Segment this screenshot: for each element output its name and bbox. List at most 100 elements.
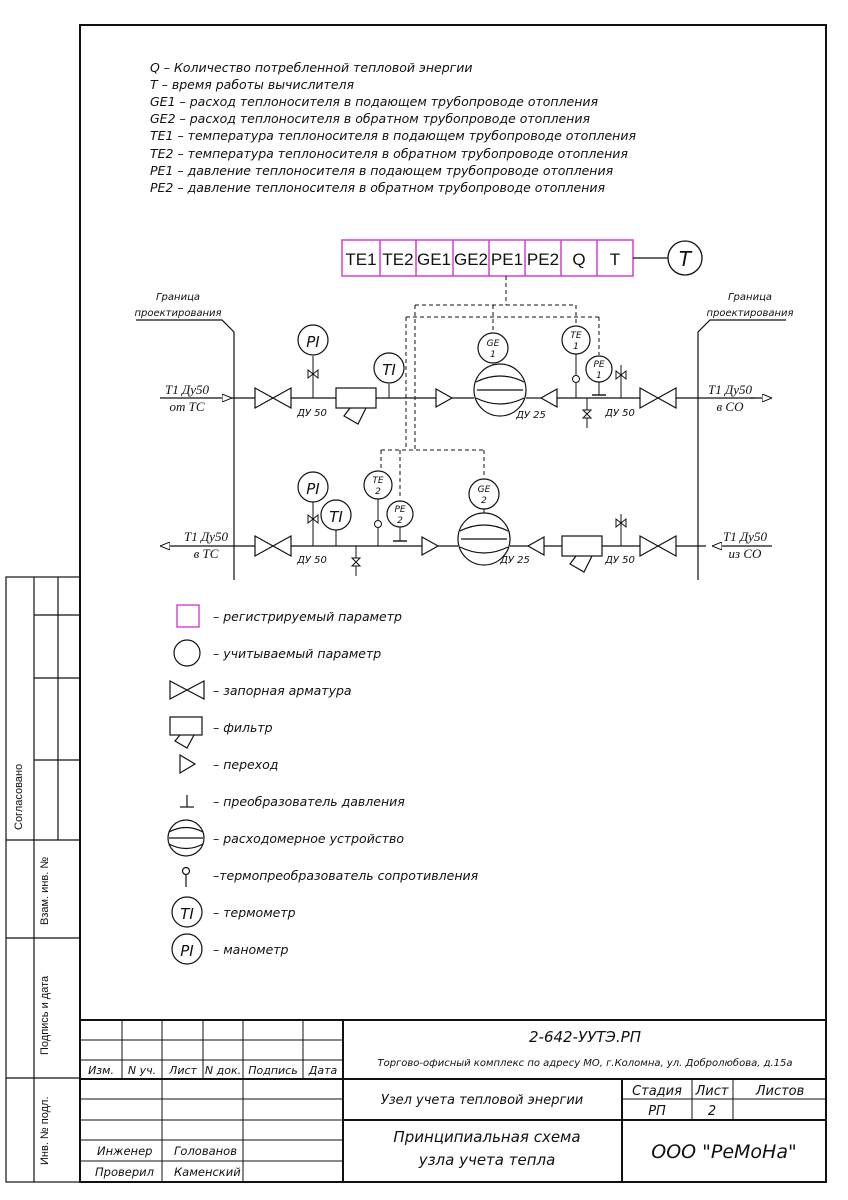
reducer-icon [179, 753, 197, 775]
te1-index: 1 [573, 342, 579, 352]
side-stamp-orig-inv: Инв. № подл. [39, 1096, 51, 1165]
te2-label: TE [372, 476, 383, 486]
col-header: Подпись [248, 1064, 297, 1077]
legend-text: – запорная арматура [213, 683, 352, 698]
temperature-sensor-te2: TE 2 [363, 470, 393, 546]
thermometer-gauge: TI [373, 352, 405, 398]
legend-line: GE1 – расход теплоносителя в подающем тр… [150, 94, 599, 109]
ge2-label: GE [478, 485, 491, 495]
col-header: Изм. [88, 1064, 114, 1077]
pressure-transducer-icon [180, 795, 194, 808]
reducer [435, 387, 454, 409]
drain-valve [581, 398, 593, 428]
manometer-glyph: PI [180, 942, 194, 960]
pe2-index: 2 [397, 516, 403, 526]
symbol-legend: TI PI – регистрируемый параметр – учитыв… [167, 604, 479, 965]
shutoff-valve [254, 386, 292, 410]
thermometer-gauge: TI [320, 499, 352, 546]
side-stamp-sign-date: Подпись и дата [39, 975, 51, 1055]
legend-text: – расходомерное устройство [213, 831, 404, 846]
reducer [526, 535, 545, 557]
pressure-sensor-pe1: PE 1 [585, 355, 613, 396]
filter [561, 535, 603, 573]
register-box-icon [176, 604, 200, 628]
flowmeter-icon [167, 819, 205, 857]
te2-index: 2 [375, 487, 381, 497]
register-cell: TE2 [382, 250, 413, 269]
side-stamp-table [5, 576, 81, 1183]
legend-text: – манометр [213, 942, 289, 957]
pe2-label: PE [394, 505, 405, 515]
legend-line: TE2 – температура теплоносителя в обратн… [150, 146, 628, 161]
return-in-label: T1 Ду50 [723, 529, 768, 544]
legend-text: – переход [213, 757, 278, 772]
thermometer-label: TI [382, 361, 396, 379]
parameter-legend: Q – Количество потребленной тепловой эне… [150, 60, 636, 195]
object-name: Узел учета тепловой энергии [381, 1093, 583, 1108]
air-vent-valve [615, 365, 627, 398]
reducer [539, 387, 558, 409]
legend-text: – учитываемый параметр [213, 646, 381, 661]
document-code: 2-642-УУТЭ.РП [529, 1028, 641, 1046]
legend-text: – термометр [213, 905, 296, 920]
legend-line: PE1 – давление теплоносителя в подающем … [150, 163, 614, 178]
col-header: N уч. [128, 1064, 156, 1077]
te1-label: TE [570, 331, 581, 341]
filter [335, 387, 377, 425]
company-name: ООО "РеМоНа" [651, 1141, 796, 1163]
legend-text: –термопреобразователь сопротивления [213, 868, 479, 883]
resistance-thermometer-icon [181, 866, 191, 887]
filter-icon [169, 716, 203, 749]
legend-line: Q – Количество потребленной тепловой эне… [150, 60, 472, 75]
boundary-label-left: Граница [156, 292, 200, 303]
col-header: N док. [205, 1064, 241, 1077]
register-cell: PE1 [491, 250, 523, 269]
manometer-gauge: PI [297, 471, 329, 546]
return-out-label: в ТС [194, 546, 219, 561]
sheet-frame [79, 24, 827, 1183]
flow-sensor-ge2: GE 2 [468, 478, 500, 513]
drain-valve [350, 546, 362, 576]
drawing-title: Принципиальная схема [393, 1128, 580, 1146]
role-engineer: Инженер [97, 1144, 152, 1158]
project-address: Торгово-офисный комплекс по адресу МО, г… [377, 1057, 792, 1069]
manometer-label: PI [306, 480, 320, 498]
register-cell: T [610, 250, 620, 269]
timer-circle [667, 240, 703, 276]
checker-name: Каменский [174, 1165, 241, 1179]
drawing-title: узла учета тепла [418, 1151, 556, 1169]
role-checker: Проверил [95, 1165, 155, 1179]
shutoff-valve [639, 386, 677, 410]
supply-out-label: T1 Ду50 [708, 382, 753, 397]
reducer [421, 535, 440, 557]
legend-line: TE1 – температура теплоносителя в подающ… [150, 128, 636, 143]
legend-text: – регистрируемый параметр [213, 609, 402, 624]
boundary-label-right: Граница [728, 292, 772, 303]
thermometer-glyph: TI [180, 905, 194, 923]
flow-sensor-ge1: GE 1 [477, 332, 509, 365]
col-header: Лист [168, 1064, 197, 1077]
air-vent-valve [615, 514, 627, 546]
sheets-header: Листов [755, 1084, 805, 1099]
diameter-label: ДУ 50 [296, 408, 327, 419]
supply-in-label: T1 Ду50 [165, 382, 210, 397]
signal-lines [380, 276, 600, 499]
manometer-icon: PI [171, 933, 203, 965]
register-cell: GE2 [454, 250, 488, 269]
diameter-label: ДУ 50 [604, 408, 635, 419]
shutoff-valve [639, 534, 677, 558]
title-block [80, 1019, 826, 1182]
shutoff-valve-icon [169, 680, 205, 700]
timer-label: T [679, 247, 693, 271]
legend-line: T – время работы вычислителя [150, 77, 355, 92]
legend-line: GE2 – расход теплоносителя в обратном тр… [150, 111, 590, 126]
diameter-label: ДУ 50 [296, 555, 327, 566]
pe1-label: PE [593, 360, 604, 370]
side-stamp-replace-inv: Взам. инв. № [39, 857, 51, 925]
supply-pipeline: PI TI GE 1 TE 1 PE 1 [160, 324, 772, 428]
flowmeter [473, 363, 527, 417]
legend-text: – преобразователь давления [213, 794, 405, 809]
legend-text: – фильтр [213, 720, 273, 735]
supply-in-label: от ТС [169, 399, 204, 414]
